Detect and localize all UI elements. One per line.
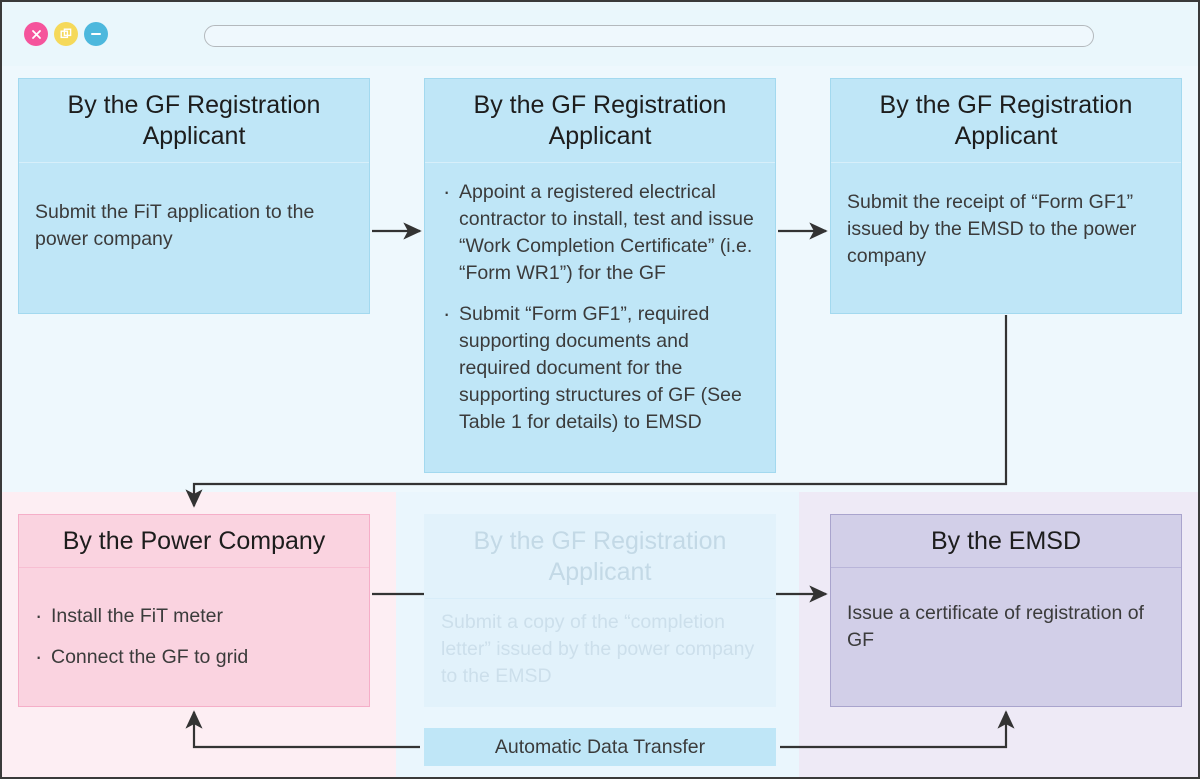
close-icon[interactable] <box>24 22 48 46</box>
flow-box-header: By the EMSD <box>831 515 1181 568</box>
flow-box-applicant-4-faded[interactable]: By the GF Registration Applicant Submit … <box>424 514 776 707</box>
flow-box-body: Appoint a registered electrical contract… <box>425 163 775 472</box>
list-item: Appoint a registered electrical contract… <box>441 178 759 287</box>
automatic-data-transfer-label: Automatic Data Transfer <box>494 735 706 758</box>
flow-box-body: Submit a copy of the “completion letter”… <box>425 599 775 706</box>
flow-box-body: Issue a certificate of registration of G… <box>831 568 1181 706</box>
address-input[interactable] <box>204 25 1094 47</box>
flow-box-power-company[interactable]: By the Power Company Install the FiT met… <box>18 514 370 707</box>
bullet-list: Install the FiT meter Connect the GF to … <box>33 602 353 671</box>
flow-box-header: By the GF Registration Applicant <box>831 79 1181 163</box>
automatic-data-transfer-bar[interactable]: Automatic Data Transfer <box>424 728 776 766</box>
list-item: Submit “Form GF1”, required supporting d… <box>441 300 759 436</box>
flow-box-header: By the GF Registration Applicant <box>425 79 775 163</box>
flow-box-body: Submit the FiT application to the power … <box>19 163 369 313</box>
flow-box-header: By the Power Company <box>19 515 369 568</box>
flow-box-applicant-3[interactable]: By the GF Registration Applicant Submit … <box>830 78 1182 314</box>
flow-box-applicant-2[interactable]: By the GF Registration Applicant Appoint… <box>424 78 776 473</box>
flow-box-applicant-1[interactable]: By the GF Registration Applicant Submit … <box>18 78 370 314</box>
minimize-icon[interactable] <box>84 22 108 46</box>
flow-box-body: Submit the receipt of “Form GF1” issued … <box>831 163 1181 313</box>
flow-box-header: By the GF Registration Applicant <box>19 79 369 163</box>
maximize-icon[interactable] <box>54 22 78 46</box>
flow-box-body: Install the FiT meter Connect the GF to … <box>19 568 369 706</box>
list-item: Install the FiT meter <box>33 602 353 630</box>
bullet-list: Appoint a registered electrical contract… <box>441 178 759 436</box>
title-bar <box>2 2 1198 66</box>
flow-box-emsd[interactable]: By the EMSD Issue a certificate of regis… <box>830 514 1182 707</box>
flow-box-header: By the GF Registration Applicant <box>425 515 775 599</box>
list-item: Connect the GF to grid <box>33 643 353 671</box>
